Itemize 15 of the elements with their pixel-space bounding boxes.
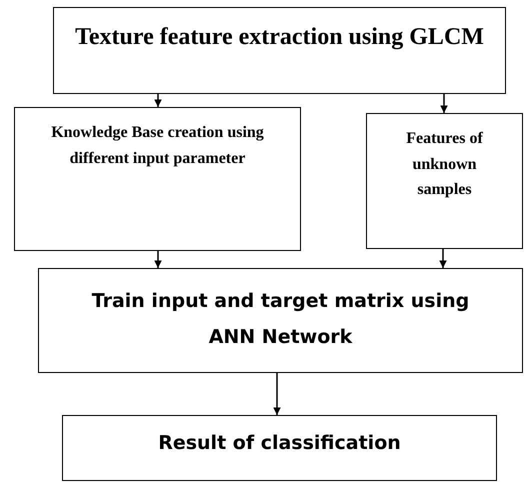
- process-box: [38, 268, 523, 373]
- box-label: Knowledge Base creation using different input parameter: [50, 123, 265, 169]
- arrow: [439, 249, 447, 268]
- process-box: [366, 113, 523, 249]
- box-label: Features of unknown samples: [405, 129, 484, 200]
- box-label: Result of classification: [158, 431, 401, 456]
- box-label: Train input and target matrix using ANN Network: [90, 289, 470, 350]
- box-label: Texture feature extraction using GLCM: [75, 23, 484, 52]
- arrow: [154, 251, 162, 268]
- arrow: [154, 94, 162, 107]
- arrow: [440, 94, 448, 113]
- process-box: [14, 107, 301, 251]
- process-box: [62, 415, 497, 481]
- arrow: [273, 373, 281, 415]
- process-box: [53, 7, 506, 94]
